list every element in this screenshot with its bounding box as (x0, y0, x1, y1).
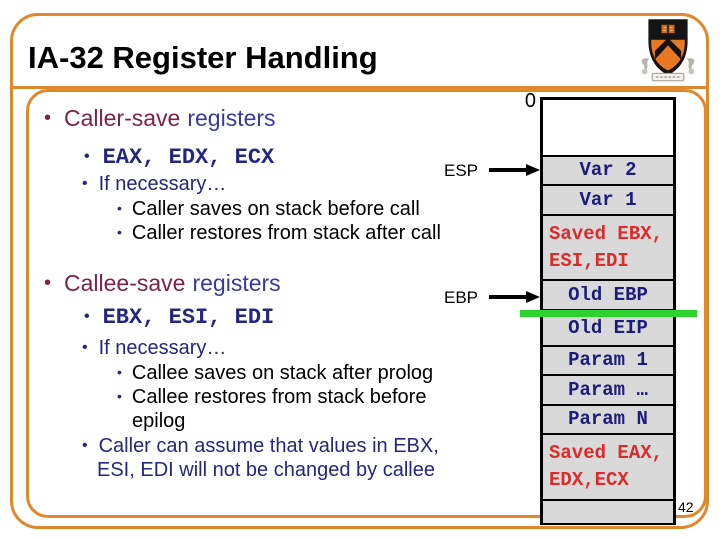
stack-cell-old-eip: Old EIP (543, 311, 673, 347)
callee-sub2-line1-text: Callee restores from stack before (131, 386, 427, 408)
bullet-icon: • (117, 364, 122, 380)
page-title: IA-32 Register Handling (28, 40, 378, 75)
esp-label: ESP (444, 161, 479, 180)
bullet-icon: • (82, 339, 88, 356)
stack-cell-old-ebp: Old EBP (543, 281, 673, 311)
caller-sub1-text: Caller saves on stack before call (131, 198, 420, 220)
callee-note-line2: ESI, EDI will not be changed by callee (97, 459, 435, 482)
stack-cell-param-dots: Param … (543, 376, 673, 406)
page-number: 42 (678, 499, 694, 515)
bullet-icon: • (44, 272, 52, 294)
stack-cell-empty-bottom (543, 501, 673, 523)
bullet-icon: • (117, 224, 122, 240)
callee-sub1-text: Callee saves on stack after prolog (131, 362, 434, 384)
callee-note-line2-text: ESI, EDI will not be changed by callee (97, 459, 435, 481)
stack-top-address-label: 0 (524, 90, 536, 112)
slide-frame (10, 13, 709, 529)
stack-cell-param-1: Param 1 (543, 347, 673, 376)
caller-if-necessary-text: If necessary… (98, 173, 227, 195)
title-divider (10, 86, 709, 89)
caller-sub2: • Caller restores from stack after call (117, 222, 441, 245)
caller-registers-list: • EAX, EDX, ECX (82, 145, 274, 170)
princeton-shield-logo (640, 15, 696, 90)
callee-save-heading-rest: registers (192, 270, 281, 296)
ebp-arrow-icon (489, 290, 540, 309)
callee-if-necessary: • If necessary… (82, 337, 226, 360)
bullet-icon: • (117, 388, 122, 404)
callee-note-line1-text: Caller can assume that values in EBX, (98, 435, 439, 457)
bullet-icon: • (44, 107, 52, 129)
callee-sub1: • Callee saves on stack after prolog (117, 362, 433, 385)
callee-sub2-line1: • Callee restores from stack before (117, 386, 426, 409)
callee-registers-text: EBX, ESI, EDI (102, 305, 275, 330)
bullet-icon: • (82, 175, 88, 192)
caller-sub1: • Caller saves on stack before call (117, 198, 420, 221)
callee-sub2-line2: epilog (132, 410, 185, 433)
caller-sub2-text: Caller restores from stack after call (131, 222, 441, 244)
caller-registers-text: EAX, EDX, ECX (102, 145, 275, 170)
caller-if-necessary: • If necessary… (82, 173, 226, 196)
bullet-icon: • (82, 437, 88, 454)
ebp-highlight-line (520, 310, 697, 317)
bullet-icon: • (117, 200, 122, 216)
stack-cell-saved-eax-edx-ecx: Saved EAX, EDX,ECX (543, 435, 673, 501)
stack-cell-saved-ebx-esi-edi: Saved EBX, ESI,EDI (543, 216, 673, 281)
callee-sub2-line2-text: epilog (132, 410, 186, 432)
stack-cell-var-1: Var 1 (543, 186, 673, 216)
stack-diagram: Var 2 Var 1 Saved EBX, ESI,EDI Old EBP O… (540, 97, 676, 525)
stack-cell-var-2: Var 2 (543, 157, 673, 186)
bullet-icon: • (82, 308, 92, 326)
callee-save-heading-accent: Callee-save (64, 270, 186, 296)
callee-note-line1: • Caller can assume that values in EBX, (82, 435, 439, 458)
callee-registers-list: • EBX, ESI, EDI (82, 305, 274, 330)
ebp-label: EBP (444, 288, 479, 307)
caller-save-heading-accent: Caller-save (64, 105, 181, 131)
stack-cell-param-n: Param N (543, 406, 673, 435)
bullet-icon: • (82, 148, 92, 166)
stack-cell-empty-top (543, 100, 673, 157)
esp-arrow-icon (489, 163, 540, 182)
callee-if-necessary-text: If necessary… (98, 337, 227, 359)
caller-save-heading-rest: registers (187, 105, 276, 131)
